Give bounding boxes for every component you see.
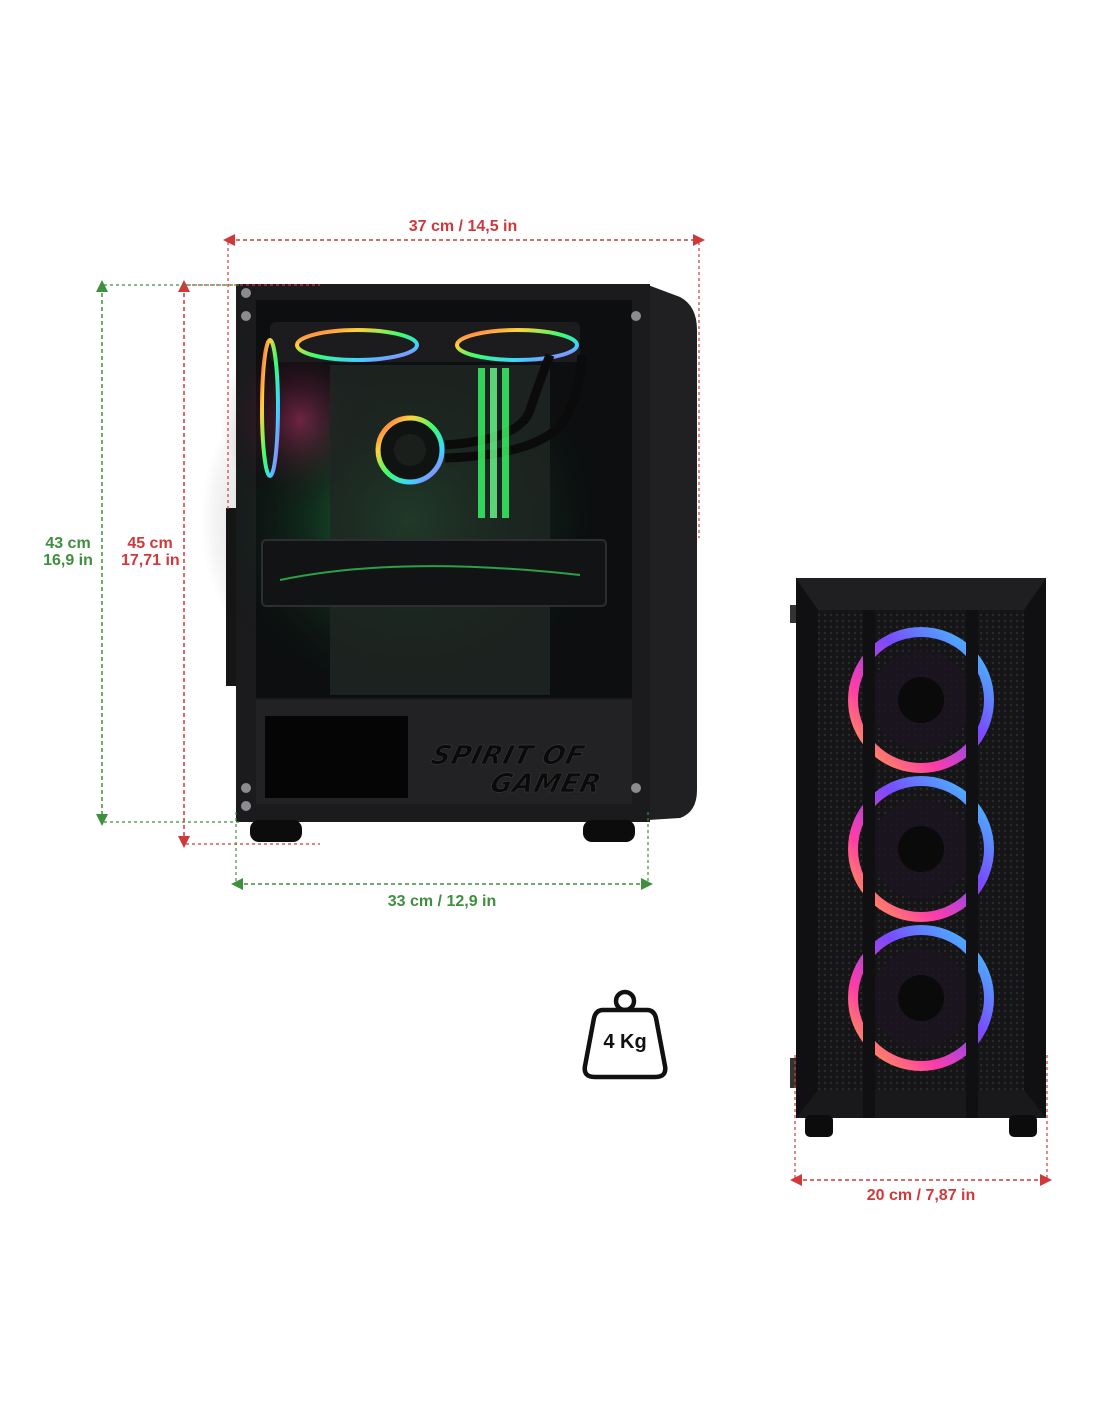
front-fans [848, 627, 994, 1071]
top-fan-1 [295, 328, 419, 362]
brand-line-2: GAMER [487, 768, 605, 799]
front-case [790, 578, 1046, 1137]
brand-logo: SPIRIT OF GAMER [428, 740, 605, 799]
front-button-top [790, 605, 796, 623]
motherboard [330, 365, 550, 695]
foot-rear [250, 820, 302, 842]
depth-label-top: 37 cm / 14,5 in [408, 218, 518, 235]
foot-front [583, 820, 635, 842]
height-total-in: 17,71 in [121, 552, 180, 569]
front-fan-1 [848, 627, 994, 773]
brand-line-1: SPIRIT OF [428, 740, 588, 771]
front-bezel-side [648, 285, 697, 820]
weight-label: 4 Kg [603, 1031, 647, 1053]
front-button-bottom [790, 1058, 796, 1088]
psu-window [265, 716, 408, 798]
width-label-front: 20 cm / 7,87 in [866, 1187, 976, 1204]
height-body-in: 16,9 in [43, 552, 93, 569]
front-foot-right [1009, 1115, 1037, 1137]
front-fan-2 [848, 776, 994, 922]
pump-cap [394, 434, 426, 466]
side-case: SPIRIT OF GAMER [200, 284, 697, 842]
weight-icon [582, 989, 668, 1080]
height-total-cm: 45 cm [127, 535, 173, 552]
top-fan-2 [455, 328, 579, 362]
front-frame-bars [796, 578, 1046, 1118]
front-foot-left [805, 1115, 833, 1137]
height-body-cm: 43 cm [45, 535, 91, 552]
front-fan-3 [848, 925, 994, 1071]
height-body-label: 43 cm 16,9 in [42, 535, 94, 569]
graphics-card [261, 539, 607, 607]
panel-screws [241, 288, 641, 811]
rear-fan [260, 338, 280, 478]
height-total-label: 45 cm 17,71 in [121, 535, 180, 569]
depth-label-bottom: 33 cm / 12,9 in [387, 893, 497, 910]
ram-sticks [478, 368, 509, 518]
dimension-lines [96, 234, 1052, 1186]
